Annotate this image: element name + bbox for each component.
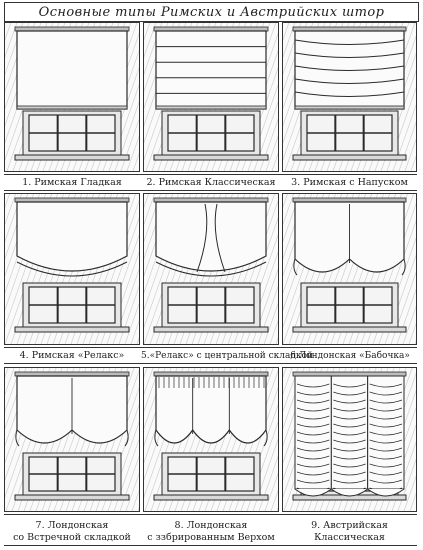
caption-8-line-1: 8. Лондонская bbox=[143, 520, 279, 531]
panel-london-butterfly bbox=[282, 193, 417, 345]
caption-4: 4. Римская «Релакс» bbox=[4, 351, 140, 361]
panel-roman-flat bbox=[4, 22, 140, 172]
curtain-illustration bbox=[5, 194, 139, 344]
curtain-illustration bbox=[283, 368, 416, 511]
panel-london-gathered-top bbox=[143, 367, 279, 512]
curtain-illustration bbox=[5, 23, 139, 171]
curtain-illustration bbox=[144, 23, 278, 171]
panel-austrian-classic bbox=[282, 367, 417, 512]
caption-5: 5.«Релакс» с центральной складкой bbox=[141, 351, 283, 361]
caption-2: 2. Римская Классическая bbox=[143, 178, 279, 188]
panel-roman-cascade bbox=[282, 22, 417, 172]
caption-9-line-1: 9. Австрийская bbox=[282, 520, 417, 531]
curtain-illustration bbox=[283, 23, 416, 171]
panel-roman-classic bbox=[143, 22, 279, 172]
caption-3: 3. Римская с Напуском bbox=[282, 178, 417, 188]
curtain-illustration bbox=[144, 194, 278, 344]
page-title: Основные типы Римских и Австрийских штор bbox=[4, 2, 419, 22]
curtain-illustration bbox=[144, 368, 278, 511]
caption-9-line-2: Классическая bbox=[282, 532, 417, 543]
curtain-illustration bbox=[283, 194, 416, 344]
panel-roman-relax bbox=[4, 193, 140, 345]
caption-1: 1. Римская Гладкая bbox=[4, 178, 140, 188]
curtain-illustration bbox=[5, 368, 139, 511]
panel-london-inverted-pleat bbox=[4, 367, 140, 512]
caption-7-line-2: со Встречной складкой bbox=[4, 532, 140, 543]
caption-6: 6.Лондонская «Бабочка» bbox=[283, 351, 417, 361]
caption-7-line-1: 7. Лондонская bbox=[4, 520, 140, 531]
caption-8-line-2: с ззбрированным Верхом bbox=[143, 532, 279, 543]
panel-relax-center-fold bbox=[143, 193, 279, 345]
